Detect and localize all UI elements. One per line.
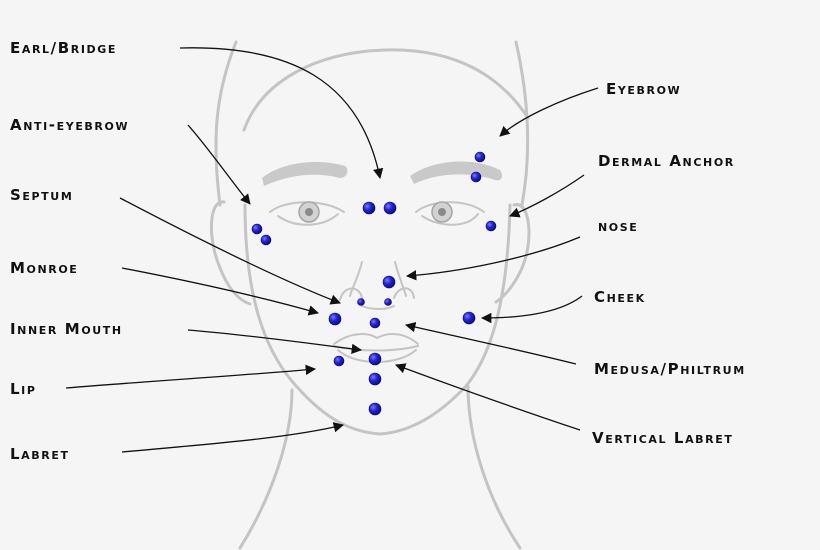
stud-eyebrow-lower	[470, 171, 482, 183]
right-eyebrow	[410, 161, 503, 184]
arrow-medusa	[404, 322, 577, 365]
label-monroe: Monroe	[10, 259, 78, 277]
hair-outline	[242, 48, 530, 132]
stud-anti-eyebrow-upper	[251, 223, 263, 235]
arrow-septum	[119, 197, 341, 305]
arrow-labret	[121, 422, 345, 453]
arrow-eyebrow	[499, 87, 599, 137]
stud-vertical-labret-lower	[368, 372, 382, 386]
labels: Earl/Bridge Anti-eyebrow Septum Monroe I…	[10, 39, 746, 463]
arrow-inner-mouth	[187, 329, 363, 355]
face-contour	[243, 203, 512, 436]
hair-outline	[214, 40, 238, 207]
label-labret: Labret	[10, 445, 70, 463]
arrow-lip	[65, 364, 317, 389]
stud-dermal-anchor	[485, 220, 497, 232]
stud-nose	[382, 275, 396, 289]
piercing-studs	[251, 151, 497, 416]
stud-eyebrow-upper	[474, 151, 486, 163]
arrow-earl-bridge	[179, 47, 384, 180]
right-eye	[415, 201, 485, 226]
right-ear	[494, 203, 531, 304]
label-earl-bridge: Earl/Bridge	[10, 39, 117, 57]
stud-medusa	[369, 317, 381, 329]
label-septum: Septum	[10, 186, 73, 204]
left-eye	[269, 201, 345, 226]
callout-arrows	[65, 47, 599, 453]
hair-outline	[514, 40, 530, 207]
neck	[238, 388, 294, 550]
stud-septum-left	[357, 298, 365, 306]
label-vertical-labret: Vertical Labret	[592, 429, 733, 447]
label-lip: Lip	[10, 380, 37, 398]
arrow-anti-eyebrow	[187, 124, 251, 205]
stud-anti-eyebrow-lower	[260, 234, 272, 246]
arrow-monroe	[121, 267, 320, 316]
stud-monroe	[328, 312, 342, 326]
arrow-dermal-anchor	[509, 174, 585, 218]
left-eyebrow	[262, 162, 348, 186]
label-cheek: Cheek	[594, 288, 646, 306]
neck	[466, 384, 522, 550]
arrow-nose	[405, 236, 581, 281]
stud-septum-right	[384, 298, 392, 306]
stud-cheek	[462, 311, 476, 325]
arrow-cheek	[480, 295, 583, 324]
nose	[339, 261, 415, 310]
stud-labret	[368, 402, 382, 416]
label-medusa-philtrum: Medusa/Philtrum	[594, 360, 746, 378]
head-outline	[210, 40, 531, 550]
label-inner-mouth: Inner Mouth	[10, 320, 123, 338]
stud-vertical-labret-upper	[368, 352, 382, 366]
left-ear	[210, 200, 252, 306]
arrow-vertical-labret	[395, 363, 581, 431]
stud-lip	[333, 355, 345, 367]
label-anti-eyebrow: Anti-eyebrow	[10, 116, 129, 134]
label-eyebrow: Eyebrow	[606, 80, 681, 98]
stud-bridge-left	[362, 201, 376, 215]
stud-bridge-right	[383, 201, 397, 215]
label-nose: nose	[598, 217, 638, 235]
label-dermal-anchor: Dermal Anchor	[598, 152, 735, 170]
